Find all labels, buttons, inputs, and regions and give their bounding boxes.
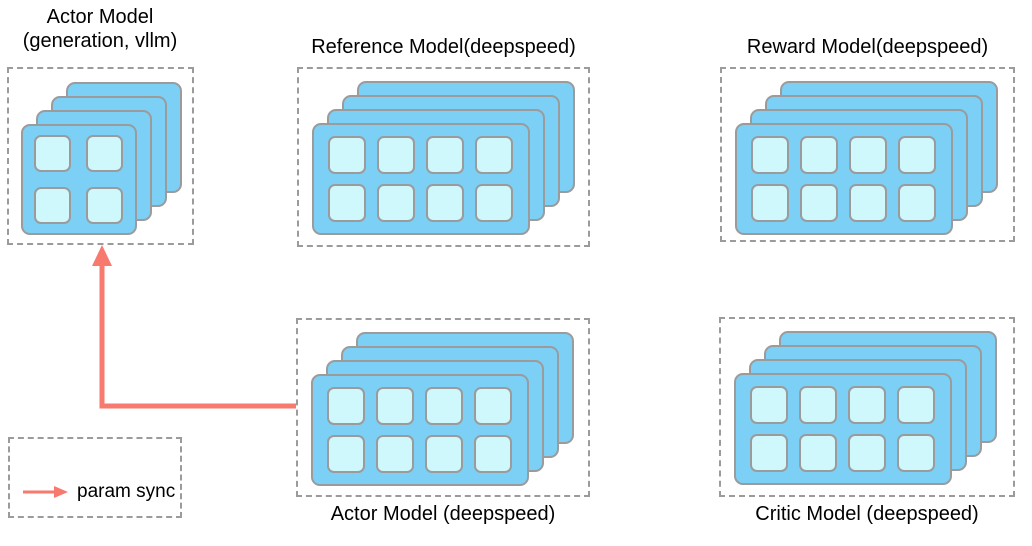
gpu-chip [426, 184, 464, 222]
gpu-chip [848, 434, 886, 472]
legend-label: param sync [77, 481, 176, 502]
gpu-chip [425, 387, 463, 425]
gpu-chip [426, 136, 464, 174]
reference-title: Reference Model(deepspeed) [311, 36, 576, 58]
node-actor-deepspeed-box [296, 318, 590, 497]
gpu-stack-actor-deepspeed [311, 332, 574, 488]
node-critic-box [719, 317, 1015, 497]
gpu-chip [898, 136, 936, 174]
gpu-card-front [312, 123, 530, 235]
actor-deepspeed-title: Actor Model (deepspeed) [330, 503, 556, 525]
actor-vllm-title: Actor Model (generation, vllm) [0, 5, 200, 53]
legend-box: param sync [8, 437, 182, 518]
gpu-chip [800, 184, 838, 222]
node-reward-box [720, 67, 1015, 242]
gpu-chip [376, 387, 414, 425]
param-sync-arrow-icon [23, 486, 68, 498]
gpu-card-front [311, 374, 529, 486]
gpu-card-front [734, 373, 952, 485]
gpu-chip [377, 184, 415, 222]
gpu-chip [750, 386, 788, 424]
gpu-chip [327, 435, 365, 473]
gpu-chip [86, 187, 123, 224]
gpu-chip [750, 434, 788, 472]
gpu-chip [849, 184, 887, 222]
gpu-chip [376, 435, 414, 473]
gpu-chip [34, 135, 71, 172]
gpu-chip [425, 435, 463, 473]
node-actor-vllm-box [7, 67, 194, 245]
gpu-stack-reference [312, 81, 575, 237]
gpu-card-front [21, 124, 137, 235]
gpu-chip [86, 135, 123, 172]
gpu-stack-actor-vllm [21, 82, 182, 235]
gpu-chip [848, 386, 886, 424]
gpu-chip [474, 435, 512, 473]
gpu-chip [377, 136, 415, 174]
gpu-chip [897, 386, 935, 424]
gpu-stack-critic [734, 331, 997, 487]
actor-vllm-title-line1: Actor Model [46, 6, 154, 28]
gpu-chip [751, 184, 789, 222]
gpu-chip [328, 136, 366, 174]
gpu-chip [799, 386, 837, 424]
gpu-chip [800, 136, 838, 174]
gpu-chip [328, 184, 366, 222]
critic-title: Critic Model (deepspeed) [755, 503, 979, 525]
gpu-chip [475, 184, 513, 222]
actor-vllm-title-line2: (generation, vllm) [22, 30, 178, 52]
gpu-chip [897, 434, 935, 472]
gpu-chip [799, 434, 837, 472]
gpu-chip [849, 136, 887, 174]
gpu-chip [751, 136, 789, 174]
reward-title: Reward Model(deepspeed) [746, 36, 989, 58]
gpu-chip [898, 184, 936, 222]
gpu-chip [474, 387, 512, 425]
gpu-chip [475, 136, 513, 174]
gpu-chip [327, 387, 365, 425]
node-reference-box [297, 67, 590, 247]
legend-row: param sync [21, 481, 175, 503]
gpu-stack-reward [735, 81, 998, 237]
gpu-chip [34, 187, 71, 224]
gpu-card-front [735, 123, 953, 235]
